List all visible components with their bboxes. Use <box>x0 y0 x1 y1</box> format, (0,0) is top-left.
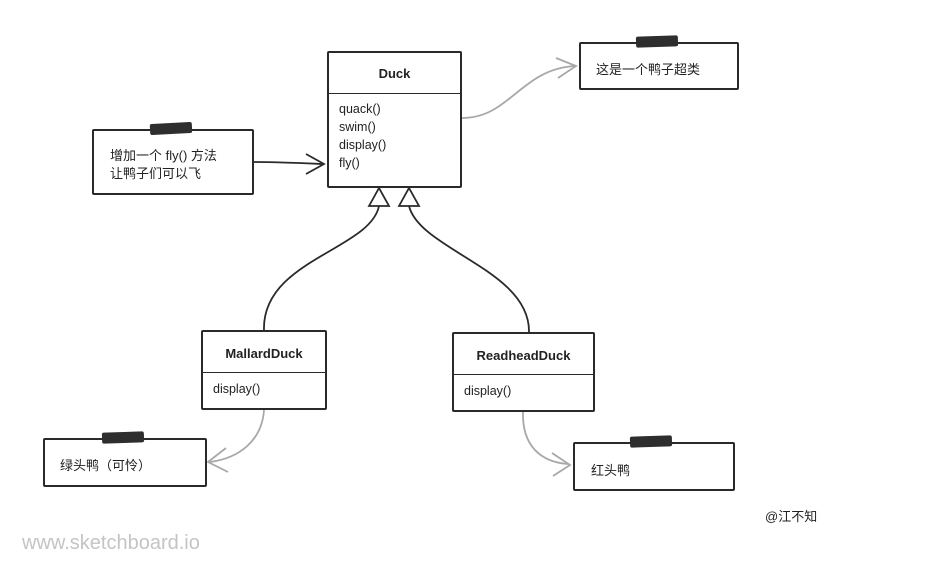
method-quack: quack() <box>339 102 381 116</box>
class-mallard-duck-methods: display() <box>203 373 325 398</box>
note-add-fly[interactable]: 增加一个 fly() 方法 让鸭子们可以飞 <box>92 129 254 195</box>
method-display: display() <box>213 382 261 396</box>
readhead-inheritance-triangle <box>397 186 421 207</box>
note-superclass-text: 这是一个鸭子超类 <box>596 62 701 77</box>
note-readhead-text: 红头鸭 <box>591 463 631 478</box>
mallard-inheritance-triangle <box>367 186 391 207</box>
readhead-to-note-arrowhead <box>551 452 572 477</box>
note-mallard-tape <box>101 431 145 444</box>
note-superclass[interactable]: 这是一个鸭子超类 <box>579 42 739 90</box>
note-mallard[interactable]: 绿头鸭（可怜） <box>43 438 207 487</box>
note-to-duck-arrowhead <box>305 153 326 175</box>
note-to-duck-arrow <box>253 161 323 165</box>
mallard-to-note-arrow <box>209 409 265 463</box>
method-swim: swim() <box>339 120 376 134</box>
mallard-to-note-arrowhead <box>206 447 229 473</box>
note-readhead[interactable]: 红头鸭 <box>573 442 735 491</box>
note-superclass-tape <box>635 35 679 48</box>
class-readhead-duck-name: ReadheadDuck <box>454 334 593 375</box>
mallard-inheritance-line <box>263 205 380 331</box>
readhead-inheritance-line <box>408 205 530 333</box>
class-duck-methods: quack() swim() display() fly() <box>329 94 460 172</box>
class-mallard-duck[interactable]: MallardDuck display() <box>201 330 327 410</box>
note-add-fly-tape <box>149 121 193 136</box>
readhead-to-note-arrow <box>522 411 569 465</box>
author-label: @江不知 <box>765 509 818 524</box>
method-fly: fly() <box>339 156 360 170</box>
class-duck[interactable]: Duck quack() swim() display() fly() <box>327 51 462 188</box>
note-add-fly-line1: 增加一个 fly() 方法 <box>110 148 217 163</box>
note-readhead-tape <box>629 435 673 448</box>
method-display: display() <box>464 384 512 398</box>
duck-to-superclass-note-arrowhead <box>555 57 578 79</box>
watermark-logo: www.sketchboard.io <box>22 532 200 554</box>
class-mallard-duck-name: MallardDuck <box>203 332 325 373</box>
class-duck-name: Duck <box>329 53 460 94</box>
class-readhead-duck-methods: display() <box>454 375 593 400</box>
class-readhead-duck[interactable]: ReadheadDuck display() <box>452 332 595 412</box>
note-add-fly-line2: 让鸭子们可以飞 <box>110 166 202 181</box>
method-display: display() <box>339 138 387 152</box>
duck-to-superclass-note-arrow <box>461 65 575 119</box>
note-mallard-text: 绿头鸭（可怜） <box>60 458 152 473</box>
